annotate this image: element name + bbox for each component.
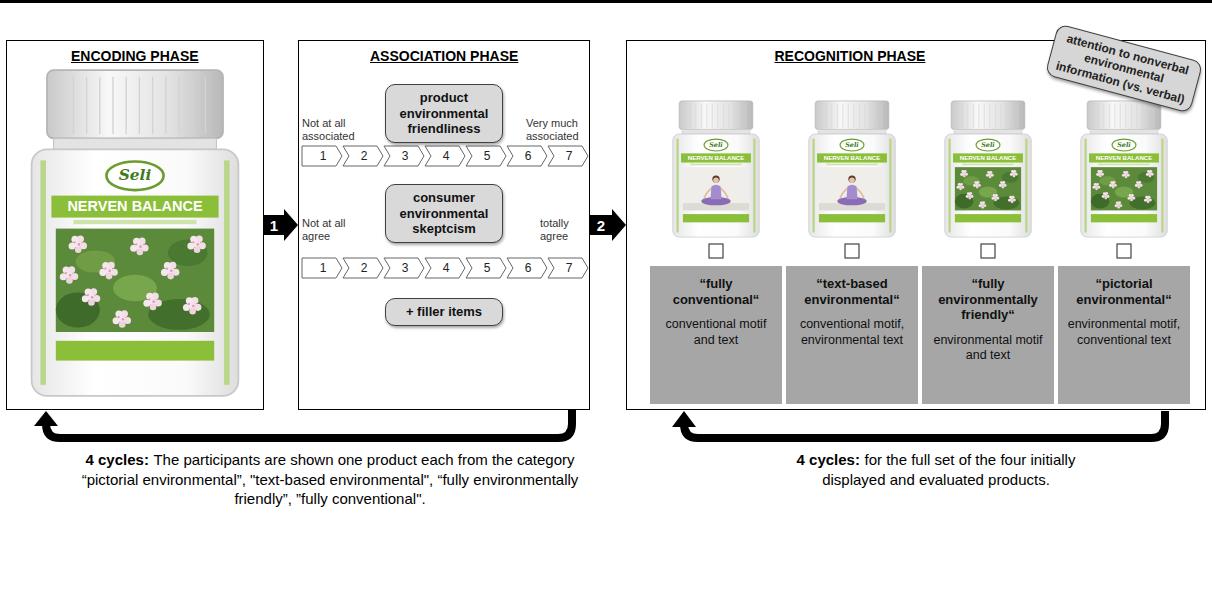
scale-number: 7: [566, 150, 573, 162]
cycle-note: 4 cycles:for the full set of the four in…: [790, 450, 1082, 489]
scale-number: 6: [525, 262, 532, 274]
arrow-step-number: 1: [270, 218, 278, 233]
arrow-head: [284, 209, 298, 241]
product-name-text: NERVEN BALANCE: [67, 199, 202, 214]
product-name-text: NERVEN BALANCE: [824, 155, 880, 161]
product-bottle: [673, 101, 759, 237]
product-bottle: [809, 101, 895, 237]
brand-logo-text: Seli: [709, 142, 723, 148]
cycle-description: The participants are shown one product e…: [82, 451, 579, 507]
loop-line: [46, 410, 572, 438]
arrow-step-number: 2: [597, 218, 605, 233]
category-box: “fully conventional“ conventional motif a…: [650, 266, 782, 404]
cycle-note: 4 cycles:The participants are shown one …: [66, 450, 594, 509]
top-rule: [0, 0, 1212, 3]
product-bottle: [32, 70, 239, 396]
scale-number: 2: [361, 262, 368, 274]
scale-number: 1: [320, 150, 327, 162]
brand-logo-text: Seli: [1117, 142, 1131, 148]
arrow-head: [612, 209, 626, 241]
brand-logo-text: Seli: [981, 142, 995, 148]
rating-scale: [302, 258, 588, 278]
scale-number: 4: [443, 262, 450, 274]
scale-number: 3: [402, 262, 409, 274]
box-text: + filler items: [392, 304, 496, 320]
flow-arrow: [264, 209, 298, 241]
arrow-body: [264, 215, 284, 235]
scale-anchor-label: Very much associated: [526, 117, 588, 143]
arrow-head: [34, 411, 58, 426]
scale-number: 2: [361, 150, 368, 162]
rating-item-box: consumer environmental skeptcism: [385, 184, 503, 243]
flow-arrow: [590, 209, 626, 241]
category-box: “fully environmentally friendly“ environm…: [922, 266, 1054, 404]
scale-number: 1: [320, 262, 327, 274]
box-text: attention to nonverbal environmental inf…: [1053, 30, 1196, 107]
checkbox: [709, 244, 1131, 258]
cycle-description: for the full set of the four initially d…: [822, 451, 1075, 488]
category-name: “text-based environmental“: [792, 276, 912, 307]
category-description: conventional motif and text: [656, 317, 776, 348]
category-description: environmental motif and text: [928, 333, 1048, 364]
box-text: product environmental friendliness: [392, 90, 496, 137]
phase-panel: RECOGNITION PHASEattention to nonverbal …: [626, 40, 1206, 410]
category-name: “pictorial environmental“: [1064, 276, 1184, 307]
rating-item-box: product environmental friendliness: [385, 84, 503, 143]
scale-anchor-label: totally agree: [540, 217, 588, 243]
scale-number: 7: [566, 262, 573, 274]
phase-heading: RECOGNITION PHASE: [775, 48, 926, 64]
phase-heading: ASSOCIATION PHASE: [370, 48, 518, 64]
product-bottle: [1081, 101, 1167, 237]
category-name: “fully environmentally friendly“: [928, 276, 1048, 323]
arrow-body: [590, 215, 612, 235]
product-name-text: NERVEN BALANCE: [960, 155, 1016, 161]
scale-number: 5: [484, 150, 491, 162]
category-description: conventional motif, environmental text: [792, 317, 912, 348]
rating-item-box: + filler items: [385, 298, 503, 326]
attention-tag: attention to nonverbal environmental inf…: [1045, 23, 1204, 113]
product-name-text: NERVEN BALANCE: [1096, 155, 1152, 161]
brand-logo-text: Seli: [845, 142, 859, 148]
cycle-loop-arrow: [672, 411, 1165, 438]
category-description: environmental motif, conventional text: [1064, 317, 1184, 348]
flow-arrow: [34, 410, 572, 438]
scale-number: 3: [402, 150, 409, 162]
cycle-count: 4 cycles:: [86, 451, 149, 468]
box-text: consumer environmental skeptcism: [392, 190, 496, 237]
cycle-count: 4 cycles:: [797, 451, 860, 468]
rating-scale: [302, 146, 588, 166]
scale-number: 4: [443, 150, 450, 162]
category-name: “fully conventional“: [656, 276, 776, 307]
scale-anchor-label: Not at all agree: [302, 217, 366, 243]
phase-heading: ENCODING PHASE: [71, 48, 199, 64]
phase-panel: ENCODING PHASE: [6, 40, 264, 410]
category-box: “text-based environmental“ conventional m…: [786, 266, 918, 404]
product-bottle: [945, 101, 1031, 237]
brand-logo-text: Seli: [119, 168, 152, 183]
scale-anchor-label: Not at all associated: [302, 117, 366, 143]
product-name-text: NERVEN BALANCE: [688, 155, 744, 161]
scale-number: 6: [525, 150, 532, 162]
category-box: “pictorial environmental“ environmental m…: [1058, 266, 1190, 404]
scale-number: 5: [484, 262, 491, 274]
